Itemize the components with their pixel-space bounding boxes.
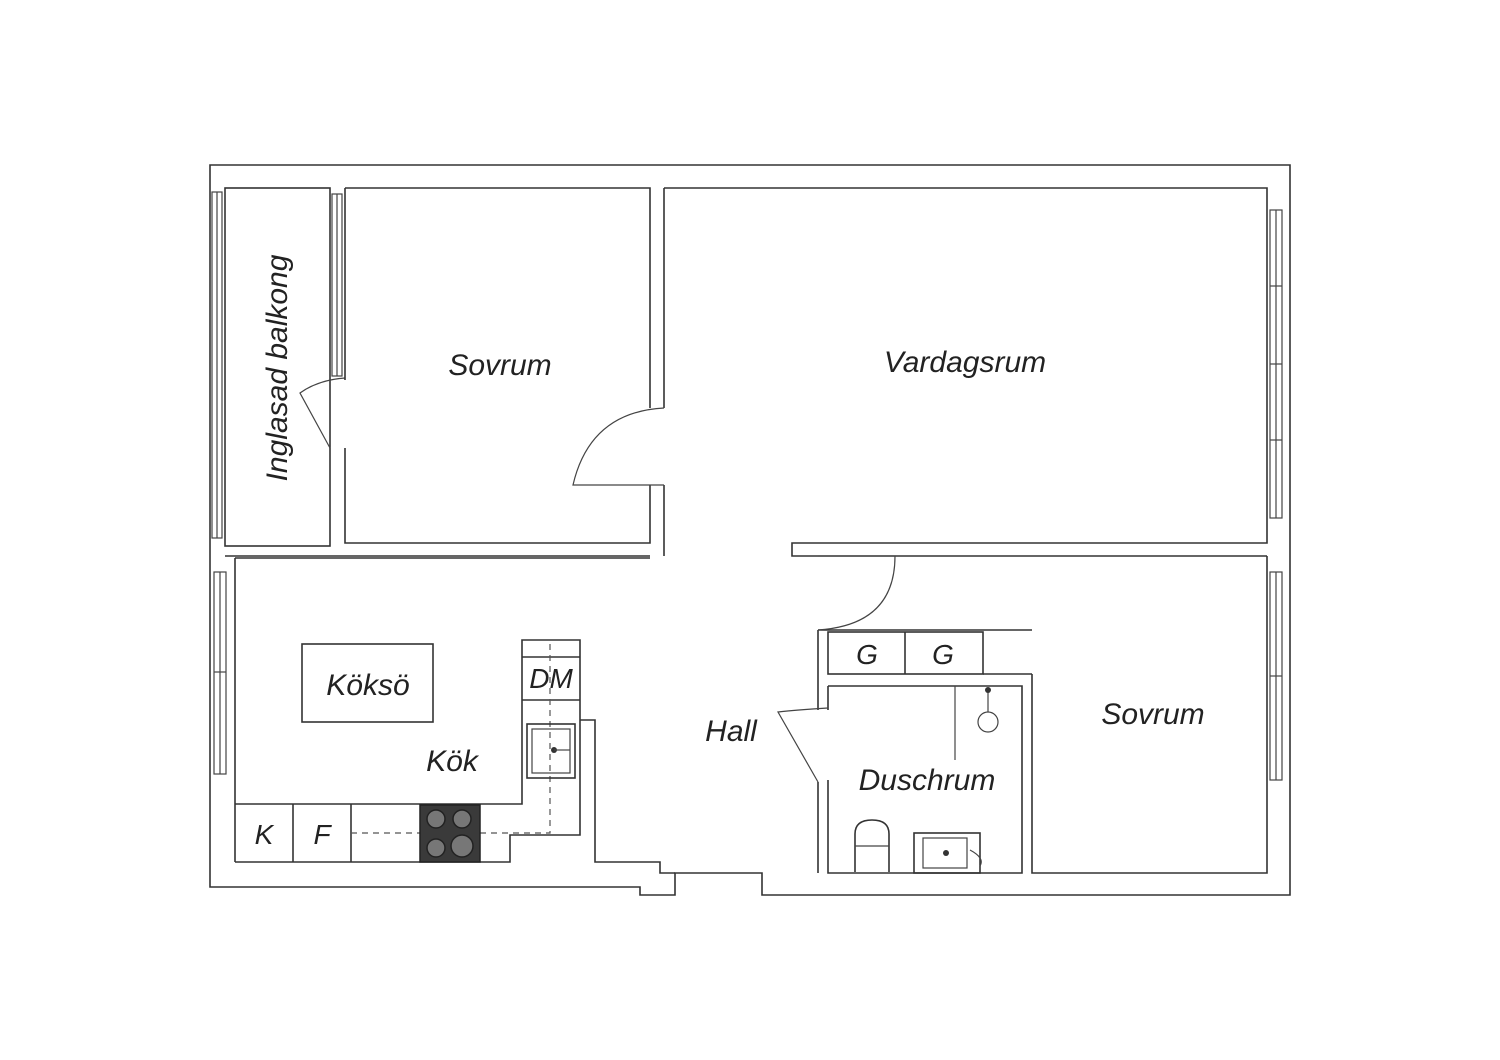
- balcony-window-right: [331, 193, 343, 377]
- bedroom-bottom-window: [1269, 571, 1283, 781]
- balcony-window-left: [211, 191, 223, 539]
- stove: [419, 804, 481, 863]
- label-fridge: K: [255, 819, 275, 850]
- bedroom-bottom-door: [817, 555, 896, 631]
- kitchen-island: [301, 643, 434, 723]
- living-window: [1269, 209, 1283, 519]
- kitchen-sink: [526, 723, 576, 779]
- label-wardrobe-1: G: [856, 639, 878, 670]
- wardrobes: [827, 631, 984, 675]
- label-balcony: Inglasad balkong: [261, 254, 294, 481]
- kitchen-window: [213, 571, 227, 775]
- bedroom-bottom-walls: [1031, 556, 1268, 874]
- bedroom-top-door: [572, 407, 665, 486]
- label-island: Köksö: [326, 669, 409, 702]
- label-bedroom-top: Sovrum: [448, 349, 551, 382]
- shower: [954, 686, 999, 760]
- bathroom-door: [777, 707, 829, 783]
- balcony-door: [299, 377, 346, 449]
- bathroom-walls: [827, 685, 1023, 874]
- label-living-room: Vardagsrum: [884, 346, 1046, 379]
- hall-corner-wall: [580, 719, 675, 874]
- label-bedroom-bottom: Sovrum: [1101, 698, 1204, 731]
- balcony-area: [224, 187, 331, 547]
- label-hall: Hall: [705, 715, 758, 748]
- label-bathroom: Duschrum: [859, 764, 996, 797]
- label-kitchen: Kök: [426, 745, 480, 778]
- toilet: [854, 819, 890, 872]
- bedroom-top-walls: [344, 187, 651, 544]
- outer-wall: [209, 164, 1291, 896]
- kitchen-walls: [234, 557, 650, 863]
- label-wardrobe-2: G: [932, 639, 954, 670]
- bathroom-sink: [913, 832, 982, 874]
- label-freezer: F: [313, 819, 332, 850]
- label-dishwasher: DM: [529, 663, 573, 694]
